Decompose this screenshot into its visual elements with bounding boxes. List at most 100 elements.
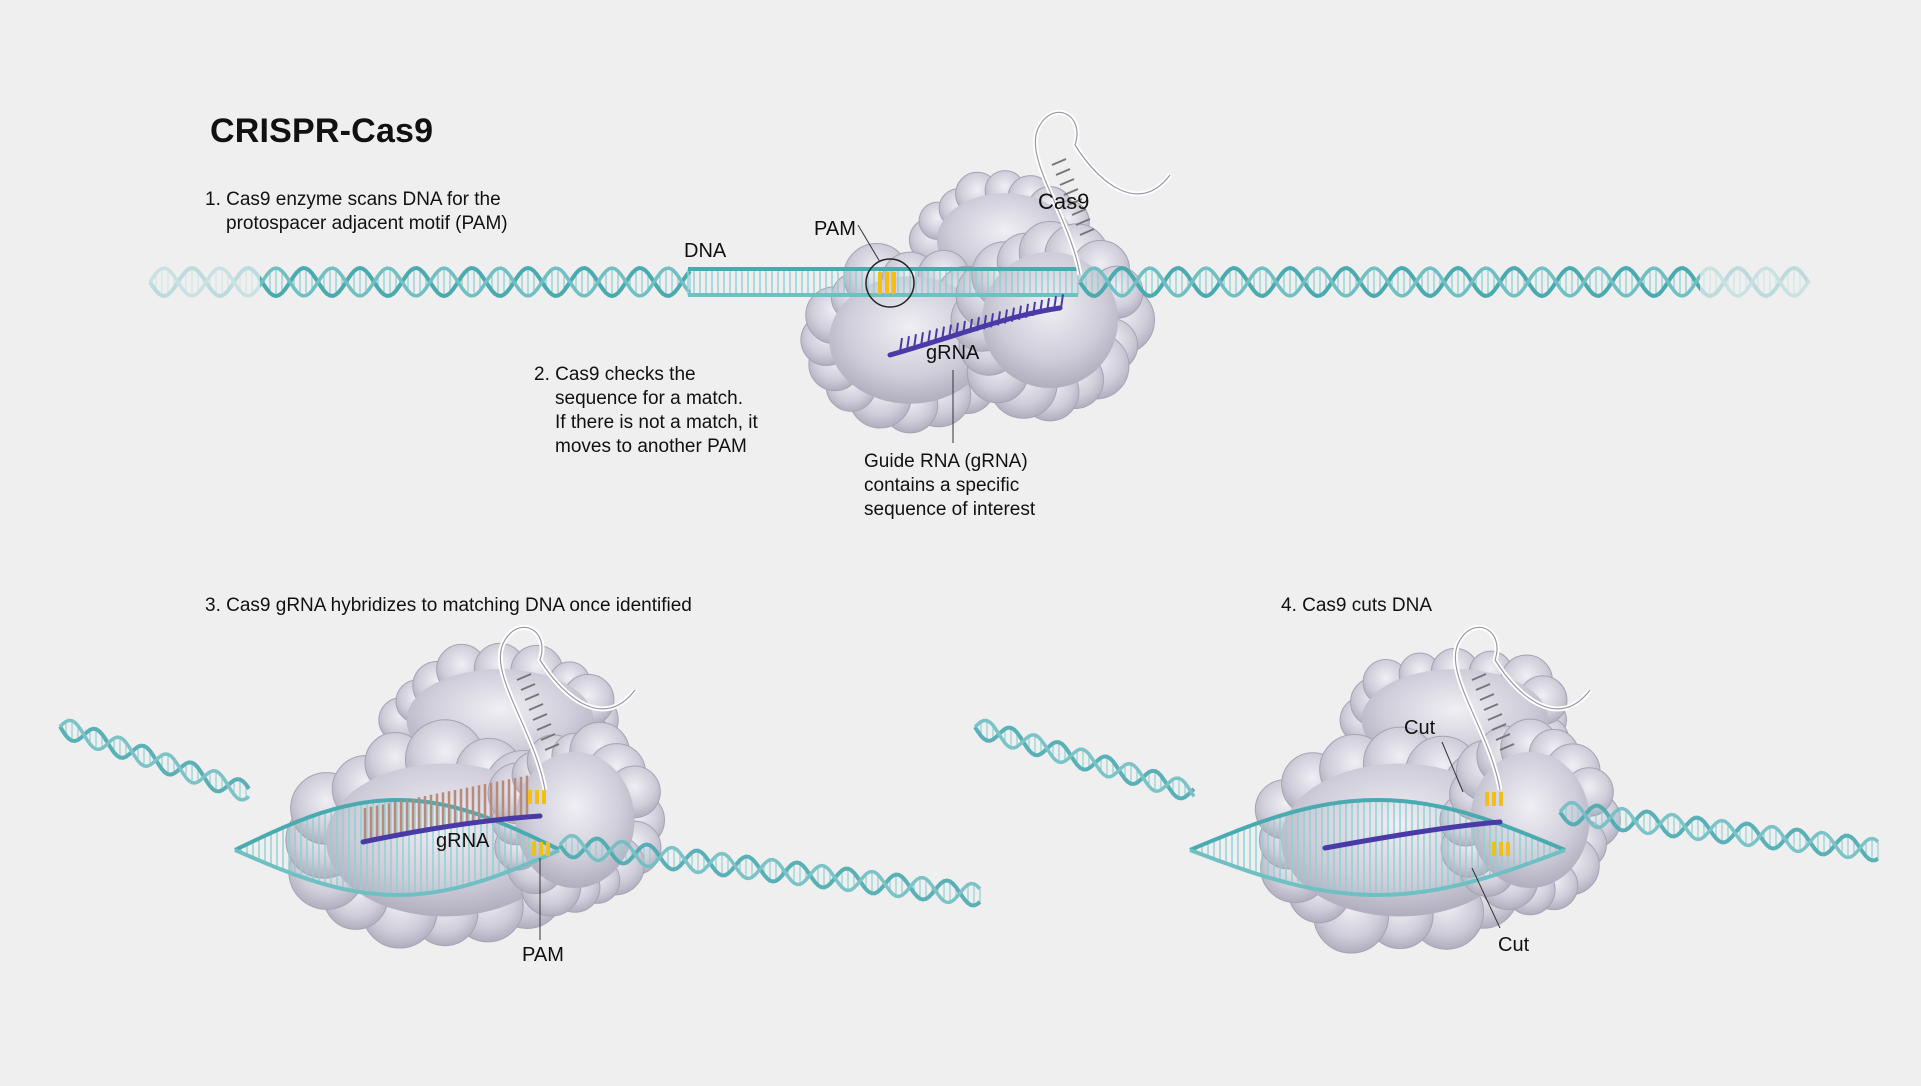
grna-scaffold-br-pair: [1471, 673, 1487, 681]
step-4-text: 4. Cas9 cuts DNA: [1281, 595, 1432, 616]
dna-unwound-top: [687, 267, 1079, 297]
grna-top-base: [1018, 305, 1022, 320]
cas9-bl-right-core: [515, 752, 635, 888]
grna-top-base: [962, 320, 966, 336]
step-3-text: 3. Cas9 gRNA hybridizes to matching DNA …: [205, 595, 692, 616]
dna-label: DNA: [684, 240, 727, 262]
pam-br-bars-top-bar: [1492, 792, 1496, 806]
grna-scaffold-br-pair: [1495, 733, 1511, 741]
grna-top-base: [913, 334, 917, 349]
panel-scan: [140, 110, 1820, 443]
guide-rna-description: Guide RNA (gRNA) contains a specific seq…: [864, 450, 1035, 522]
pam-br-bars-bottom-bar: [1506, 842, 1510, 856]
grna-scaffold-br-outline: [1454, 627, 1591, 791]
grna-scaffold-bl-pair: [536, 723, 552, 731]
grna-top-base: [1039, 299, 1043, 315]
grna-scaffold-br: [1452, 625, 1592, 791]
grna-label-bottom: gRNA: [436, 830, 490, 852]
dna-bubble-bl-top-strand: [234, 798, 560, 852]
grna-top-base: [1032, 301, 1036, 317]
grna-scaffold-bl-pair: [516, 673, 532, 681]
grna-scaffold-br-pair: [1479, 693, 1495, 701]
grna-scaffold-br-pair: [1483, 703, 1499, 711]
dna-helix-br-left-strand-a: [973, 725, 1196, 801]
grna-scaffold-bl-pair: [520, 683, 536, 691]
grna-scaffold-bl: [497, 625, 637, 791]
dna-bubble-br-top-strand: [1189, 798, 1566, 852]
dna-helix-bl-left: [58, 718, 251, 802]
dna-helix-bl-left-strand-a: [58, 725, 251, 794]
grna-scaffold-bl-outline: [499, 627, 636, 791]
grna-scaffold-bl-pair: [528, 703, 544, 711]
grna-top-base: [955, 322, 959, 337]
dna-helix-br-right-strand-a: [1558, 803, 1879, 863]
grna-scaffold-br-pair: [1491, 723, 1507, 731]
pam-label-bottom: PAM: [522, 944, 564, 966]
grna-top-base: [1011, 307, 1015, 322]
dna-helix-right: [1078, 265, 1811, 299]
cas9-br-right: [1439, 718, 1621, 916]
dna-helix-bl-right: [558, 833, 982, 908]
pam-top-bars-bar: [885, 272, 889, 294]
grna-scaffold-bl-pair: [524, 693, 540, 701]
pam-bl-bars-bottom: [532, 842, 550, 856]
grna-top-base: [1053, 296, 1057, 311]
grna-top-base: [1004, 309, 1008, 324]
step-1-line-1: 1. Cas9 enzyme scans DNA for the: [205, 189, 501, 210]
pam-bl-bars-top: [528, 790, 546, 804]
grna-top-base: [1060, 294, 1064, 309]
pam-br-bars-bottom-bar: [1499, 842, 1503, 856]
grna-bl-strand: [360, 813, 543, 845]
grna-br-strand-backbone: [1322, 819, 1503, 851]
grna-label-top: gRNA: [926, 342, 980, 364]
grna-scaffold-top: [1032, 110, 1172, 276]
grna-scaffold-top-pair: [1075, 218, 1091, 226]
grna-scaffold-bl-pair: [540, 733, 556, 741]
step-2-line-1: 2. Cas9 checks the: [534, 364, 696, 385]
cut-bottom-leader-line: [1471, 867, 1501, 929]
fade-mask-right: [1700, 255, 1820, 310]
cut-top-leader-line: [1441, 741, 1464, 793]
grna-bl-strand-backbone: [360, 813, 543, 845]
guide-rna-line-3: sequence of interest: [864, 499, 1036, 520]
page-title: CRISPR-Cas9: [210, 112, 434, 150]
pam-br-bars-bottom-bar: [1492, 842, 1496, 856]
grna-top-base: [906, 335, 910, 351]
pam-bl-bars-bottom-bar: [546, 842, 550, 856]
pam-br-bars-bottom: [1492, 842, 1510, 856]
pam-br-bars-top: [1485, 792, 1503, 806]
pam-top-bars-bar: [892, 272, 896, 294]
grna-scaffold-top-outline: [1034, 112, 1171, 276]
pam-bl-bars-top-bar: [535, 790, 539, 804]
pam-bl-bars-top-bar: [542, 790, 546, 804]
grna-br-strand: [1322, 819, 1503, 851]
grna-scaffold-bl-pair: [532, 713, 548, 721]
grna-top-base: [997, 311, 1001, 326]
grna-scaffold-top-pair: [1059, 178, 1075, 186]
grna-top-base: [941, 326, 945, 341]
grna-top-base: [934, 328, 938, 343]
grna-scaffold-br-pair: [1499, 743, 1515, 751]
cas9-body-left-core: [829, 276, 991, 404]
grna-top-base: [1046, 297, 1050, 313]
grna-scaffold-top-pair: [1079, 228, 1095, 236]
pam-bl-bars-bottom-bar: [532, 842, 536, 856]
grna-top-base: [1025, 303, 1029, 318]
pam-bl-bars-top-bar: [528, 790, 532, 804]
grna-scaffold-top-pair: [1067, 198, 1083, 206]
grna-top-base: [920, 332, 924, 347]
fade-mask-left: [140, 255, 260, 310]
pam-highlight-circle: [865, 258, 915, 308]
dna-bubble-bl-bottom-strand: [234, 848, 560, 897]
dna-helix-bl-left-strand-b: [58, 718, 251, 802]
grna-scaffold-top-pair: [1063, 188, 1079, 196]
step-1-text: 1. Cas9 enzyme scans DNA for the protosp…: [205, 188, 508, 236]
grna-scaffold-br-pair: [1487, 713, 1503, 721]
panel-hybridize: [58, 625, 982, 949]
pam-bl-bars-bottom-bar: [539, 842, 543, 856]
grna-top-base: [969, 318, 973, 334]
dna-helix-right-strand-b: [1078, 266, 1811, 298]
pam-br-bars-top-bar: [1499, 792, 1503, 806]
